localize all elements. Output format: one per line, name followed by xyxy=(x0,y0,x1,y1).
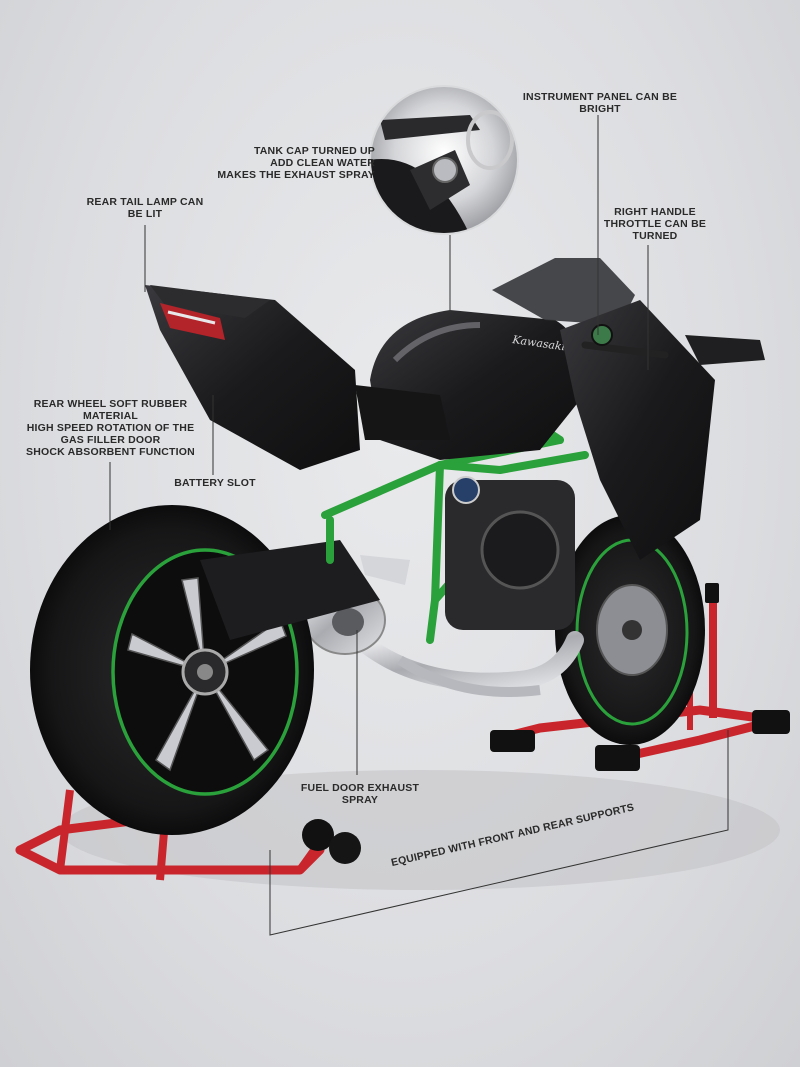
tail-fairing-top xyxy=(150,285,270,318)
label-rear-wheel: REAR WHEEL SOFT RUBBER MATERIAL HIGH SPE… xyxy=(18,398,203,458)
front-wheel xyxy=(555,515,705,745)
label-line: BE LIT xyxy=(127,208,163,220)
engine xyxy=(445,476,575,630)
label-line: REAR TAIL LAMP CAN xyxy=(86,196,204,208)
label-instrument-panel: INSTRUMENT PANEL CAN BE BRIGHT xyxy=(510,91,690,115)
annotation-leader-lines xyxy=(109,115,729,936)
label-fuel-door: FUEL DOOR EXHAUST SPRAY xyxy=(295,782,425,806)
label-line: REAR WHEEL SOFT RUBBER xyxy=(33,398,188,410)
front-fairing xyxy=(560,300,715,560)
label-line: ADD CLEAN WATER xyxy=(270,157,375,169)
label-line: GAS FILLER DOOR xyxy=(60,434,161,446)
label-line: TURNED xyxy=(632,230,678,242)
seat xyxy=(355,385,450,440)
tank-highlight xyxy=(392,322,481,363)
label-line: THROTTLE CAN BE xyxy=(603,218,707,230)
label-battery-slot: BATTERY SLOT xyxy=(170,477,260,489)
label-rear-tail-lamp: REAR TAIL LAMP CAN BE LIT xyxy=(70,196,220,220)
tank-cap-detail-inset xyxy=(369,85,519,235)
handlebar xyxy=(581,341,669,359)
windscreen xyxy=(492,258,635,325)
label-tank-cap: TANK CAP TURNED UP ADD CLEAN WATER MAKES… xyxy=(205,145,375,181)
label-line: INSTRUMENT PANEL CAN BE xyxy=(522,91,678,103)
label-line: SPRAY xyxy=(341,794,379,806)
label-line: MATERIAL xyxy=(82,410,139,422)
rear-stand xyxy=(15,789,361,881)
tail-lamp xyxy=(160,303,225,340)
label-line: FUEL DOOR EXHAUST xyxy=(300,782,420,794)
label-line: RIGHT HANDLE xyxy=(614,206,696,218)
label-line: HIGH SPEED ROTATION OF THE xyxy=(26,422,195,434)
label-right-handle: RIGHT HANDLE THROTTLE CAN BE TURNED xyxy=(595,206,715,242)
label-line: SHOCK ABSORBENT FUNCTION xyxy=(26,446,195,458)
label-line: TANK CAP TURNED UP xyxy=(253,145,375,157)
swingarm xyxy=(200,540,380,640)
instrument-panel xyxy=(591,324,613,346)
mirror xyxy=(685,335,765,365)
label-line: BATTERY SLOT xyxy=(174,477,256,489)
label-line: MAKES THE EXHAUST SPRAY xyxy=(217,169,375,181)
label-line: BRIGHT xyxy=(579,103,621,115)
